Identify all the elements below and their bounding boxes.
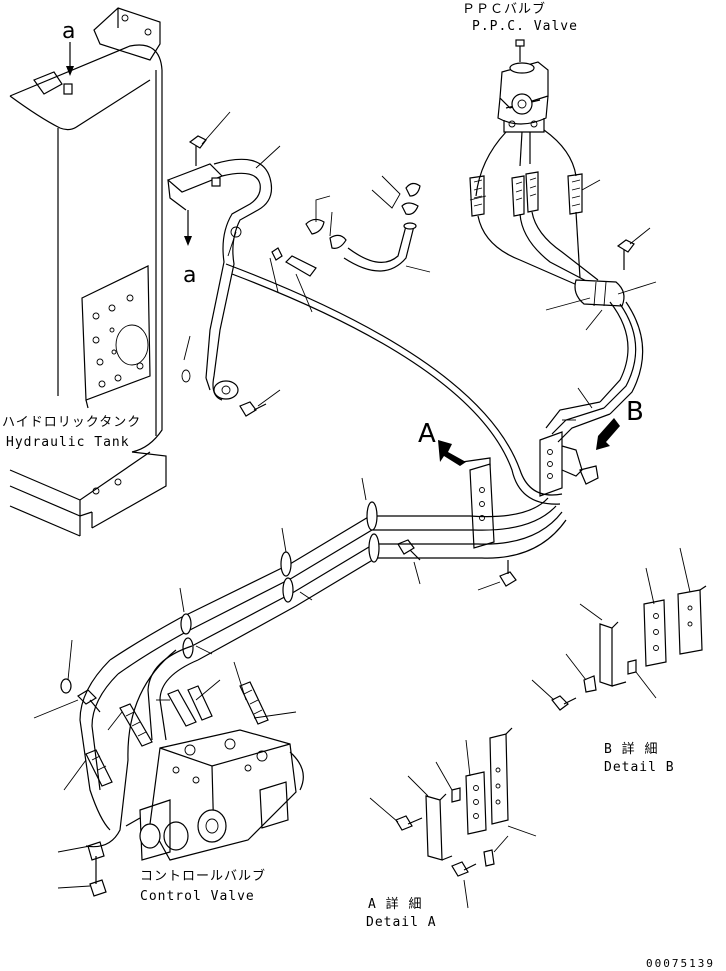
ppc-valve	[469, 39, 657, 331]
detail-b	[531, 547, 707, 711]
marker-a-top: a	[62, 19, 75, 44]
view-b-label: B	[626, 397, 644, 427]
detail-a-label-jp: A 詳 細	[368, 896, 422, 912]
hydraulic-tank-label-en: Hydraulic Tank	[6, 435, 130, 450]
hose-clamps	[271, 175, 431, 313]
ppc-valve-label-en: P.P.C. Valve	[472, 19, 578, 34]
hydraulic-tank-label-jp: ハイドロリックタンク	[2, 415, 141, 430]
control-valve-label-en: Control Valve	[140, 889, 255, 904]
detail-b-label-en: Detail B	[604, 760, 675, 775]
detail-b-label-jp: B 詳 細	[604, 741, 658, 757]
control-valve-label-jp: コントロールバルブ	[140, 868, 266, 884]
marker-a-bottom: a	[183, 263, 196, 288]
pipe-run	[60, 263, 567, 848]
detail-a	[369, 727, 537, 909]
hose-bundle-b	[539, 301, 644, 497]
control-valve	[33, 661, 304, 897]
detail-a-label-en: Detail A	[366, 915, 437, 930]
hydraulic-tank	[9, 7, 167, 537]
drawing-code: 00075139	[646, 957, 715, 970]
tank-pipe-assembly	[166, 111, 281, 417]
view-a-label: A	[418, 419, 436, 449]
ppc-valve-label-jp: ＰＰＣバルブ	[462, 1, 546, 17]
